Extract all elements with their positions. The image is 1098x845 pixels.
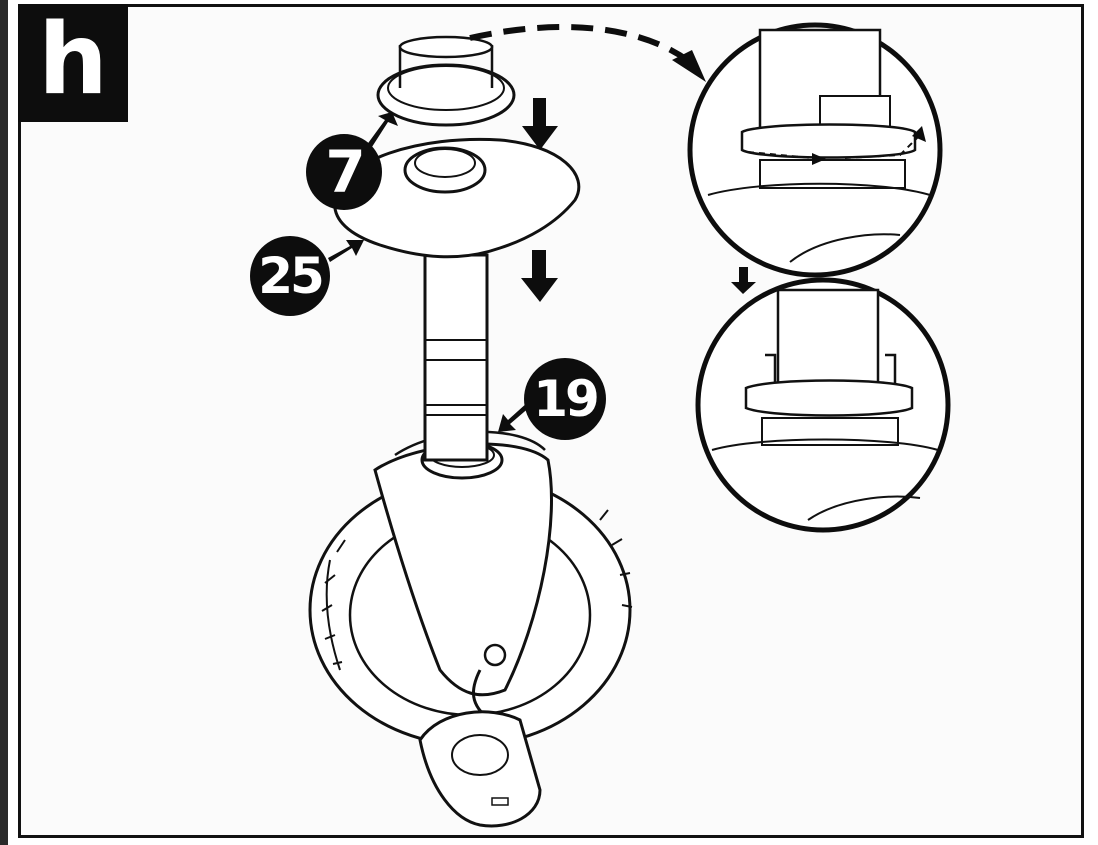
rotate-arrow-icon xyxy=(912,126,926,142)
step-letter: h xyxy=(38,3,108,117)
callout-part-25: 25 xyxy=(250,236,330,316)
detail-view-before xyxy=(687,22,943,278)
down-arrow-icon xyxy=(731,267,756,294)
cover-part-25 xyxy=(333,137,581,259)
pointer-arrow-icon xyxy=(328,240,364,262)
scan-edge xyxy=(0,0,8,845)
pointer-arrow-icon xyxy=(498,402,531,432)
callout-part-7: 7 xyxy=(306,134,382,210)
stem-tube-19 xyxy=(423,253,489,462)
callout-part-19: 19 xyxy=(524,358,606,440)
step-badge: h xyxy=(18,4,128,122)
detail-view-after xyxy=(695,277,951,533)
handle-tag xyxy=(418,669,542,828)
dashed-curved-arrow-icon xyxy=(469,24,706,82)
ring-part-7 xyxy=(376,35,516,127)
pointer-arrow-icon xyxy=(366,112,398,150)
down-arrow-icon xyxy=(522,98,558,150)
down-arrow-icon xyxy=(521,250,558,302)
